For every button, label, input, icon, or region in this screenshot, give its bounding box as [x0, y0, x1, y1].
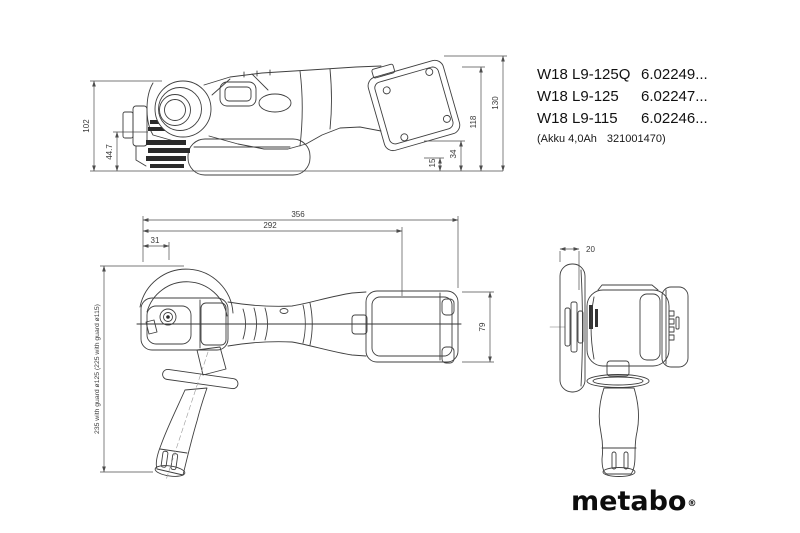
battery-note-label: (Akku 4,0Ah [537, 133, 597, 145]
battery-note-number: 321001470) [606, 133, 666, 145]
side-view-head-housing [146, 82, 175, 142]
front-view-body [586, 284, 689, 368]
top-view-guard-arc [139, 268, 234, 317]
dim-battery-width: 79 [478, 322, 487, 331]
product-model: W18 L9-125 [537, 88, 619, 105]
front-view-drawing [549, 263, 689, 477]
side-view-dimensions [90, 55, 507, 172]
registered-trademark-symbol: ® [687, 499, 697, 509]
side-view-drawing [122, 59, 461, 176]
product-row: W18 L9-125Q 6.02249... [537, 64, 708, 86]
dim-body-length: 292 [263, 221, 277, 230]
front-view-disc [559, 263, 586, 393]
dim-battery-clearance: 15 [428, 158, 437, 167]
top-view-dimensions [100, 216, 494, 473]
dim-battery-rear-height: 118 [469, 115, 478, 128]
dim-guard-width: 20 [586, 245, 595, 254]
side-view-battery-pack [367, 59, 461, 152]
front-view-guard-mount [589, 305, 598, 329]
top-view-dimension-labels: 356 292 31 79 235 with guard ø125 (225 w… [94, 210, 487, 434]
product-model: W18 L9-115 [537, 110, 618, 127]
battery-note: (Akku 4,0Ah 321001470) [537, 132, 708, 146]
dim-spindle-height: 44.7 [105, 144, 114, 160]
product-row: W18 L9-115 6.02246... [537, 108, 708, 130]
side-view-wheel-guard [187, 138, 311, 176]
front-view-flange [564, 301, 584, 353]
product-row: W18 L9-125 6.02247... [537, 86, 708, 108]
product-article-number: 6.02249... [641, 66, 708, 83]
product-list: W18 L9-125Q 6.02249... W18 L9-125 6.0224… [537, 64, 708, 146]
dim-overall-rear-height: 130 [491, 96, 500, 110]
metabo-logo: metabo® [571, 486, 697, 517]
side-view-spindle-head [154, 80, 212, 138]
top-view-gear-head [140, 297, 229, 351]
front-view-side-handle [586, 360, 650, 477]
top-view-battery-pack [351, 290, 459, 364]
side-view-body [203, 65, 382, 150]
dim-guard-note: 235 with guard ø125 (225 with guard ø115… [94, 304, 101, 434]
dim-battery-lower-height: 34 [449, 149, 458, 158]
top-view-side-handle [154, 346, 239, 481]
brand-wordmark: metabo [571, 486, 687, 517]
front-view-dimensions [559, 247, 580, 290]
top-view-drawing [136, 268, 462, 481]
side-view-guard-clamp [122, 105, 148, 167]
dim-front-offset: 31 [151, 236, 160, 245]
product-article-number: 6.02247... [641, 88, 708, 105]
product-model: W18 L9-125Q [537, 66, 631, 83]
product-article-number: 6.02246... [641, 110, 708, 127]
dim-overall-length: 356 [291, 210, 305, 219]
side-view-dimension-labels: 102 44.7 15 34 118 130 [82, 96, 500, 168]
dim-overall-height: 102 [82, 119, 91, 133]
top-view-body [227, 291, 367, 357]
